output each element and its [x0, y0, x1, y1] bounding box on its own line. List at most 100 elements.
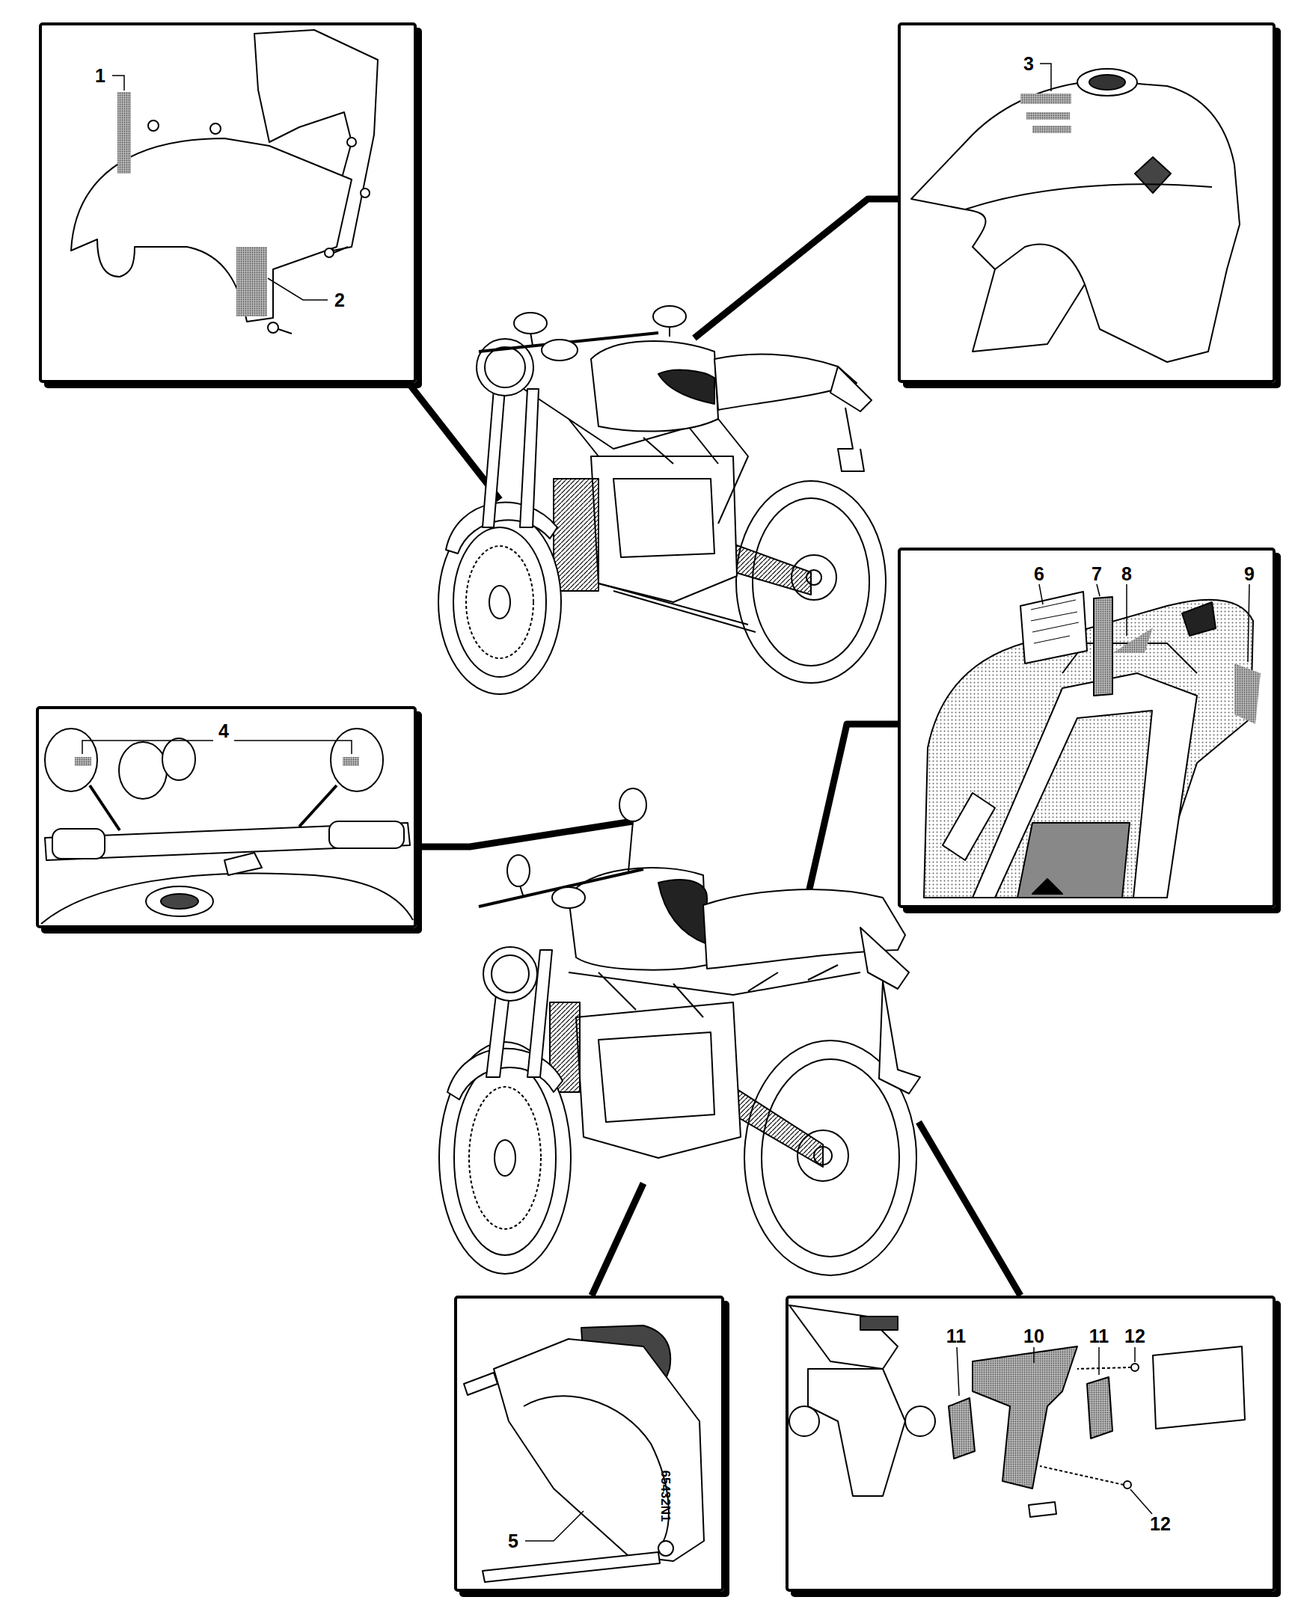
handlebar-drawing [52, 828, 105, 859]
motorcycle-drawing [598, 583, 756, 633]
plate-holder-drawing [789, 1406, 820, 1437]
callout-number: 12 [1148, 1514, 1173, 1534]
handlebar-drawing [44, 728, 98, 792]
leader-line [1033, 1347, 1035, 1364]
motorcycle-drawing [830, 366, 872, 412]
leader-line [956, 1347, 1153, 1515]
fender-drawing [71, 138, 352, 322]
plate-holder-drawing [1123, 1481, 1132, 1489]
motorcycle-drawing [530, 323, 670, 346]
panel-leader-bar [694, 198, 898, 339]
tail-drawing [1234, 663, 1261, 725]
leader-line [267, 278, 328, 300]
handlebar-drawing [162, 738, 196, 781]
leader-line [82, 740, 214, 755]
tank-drawing [1089, 74, 1126, 90]
detail-panel: 4 [35, 706, 417, 929]
motorcycle-drawing [447, 1048, 563, 1100]
leader-line [234, 740, 352, 755]
panel-leader-bar [416, 821, 633, 847]
leader-line [82, 740, 352, 755]
fender-drawing [333, 246, 348, 253]
callout-number: 11 [944, 1327, 968, 1346]
leader-line [1247, 584, 1250, 663]
leader-line [1039, 63, 1052, 92]
handlebar-drawing [160, 894, 199, 909]
detail-panel: 65432N15 [454, 1295, 725, 1592]
plate-holder-drawing [860, 1316, 898, 1331]
plate-holder-drawing [905, 1406, 936, 1437]
motorcycle-drawing [837, 407, 865, 472]
tank-drawing [1032, 125, 1072, 134]
handlebar-drawing [330, 728, 384, 792]
tank-drawing [911, 68, 1240, 363]
leader-line [1039, 63, 1052, 92]
motorcycle-drawing [761, 1059, 900, 1257]
plate-holder-drawing [1028, 1502, 1057, 1518]
motorcycle-drawing [653, 305, 687, 327]
handlebar-drawing [145, 886, 214, 917]
callout-number: 9 [1242, 564, 1257, 584]
leader-line [525, 1511, 584, 1542]
motorcycle-drawing [541, 339, 578, 361]
tank-drawing [1026, 112, 1070, 120]
callout-number: 11 [1087, 1327, 1111, 1346]
plate-holder-drawing [807, 1369, 906, 1497]
panel-leader-bar [591, 1183, 644, 1296]
callout-number: 6 [1032, 564, 1046, 584]
leader-line [1039, 584, 1250, 663]
leader-line [112, 75, 125, 91]
callout-number: 3 [1021, 54, 1036, 74]
plate-holder-drawing [1152, 1346, 1245, 1429]
fender-drawing [71, 29, 378, 334]
handlebar-drawing [74, 757, 92, 767]
motorcycle-drawing [469, 1087, 541, 1230]
motorcycle-drawing [619, 788, 647, 822]
motorcycle-drawing [591, 341, 719, 432]
tail-drawing [1020, 591, 1088, 664]
fender-drawing [347, 137, 357, 147]
plate-holder-drawing [789, 1305, 1245, 1518]
handlebar-drawing [329, 821, 404, 849]
motorcycle-drawing [568, 965, 861, 1018]
tank-drawing [1134, 157, 1171, 194]
callout-number: 7 [1090, 564, 1104, 584]
leader-line [1130, 1489, 1153, 1515]
leader-line [525, 1511, 584, 1542]
tail-drawing [923, 591, 1261, 898]
plate-holder-drawing [789, 1305, 898, 1370]
fender-drawing [117, 92, 131, 174]
fender-drawing [267, 322, 279, 333]
sprocket-cover-drawing [463, 1325, 704, 1583]
motorcycle-drawing [454, 1060, 556, 1256]
gear-pattern-text: 65432N1 [659, 1468, 672, 1524]
sprocket-cover-drawing [463, 1372, 498, 1396]
panel-leader-bar [918, 1122, 1021, 1296]
detail-panel: 3 [897, 22, 1276, 384]
leader-line [1125, 584, 1128, 636]
detail-panel: 6789 [897, 547, 1276, 909]
tank-drawing [1020, 93, 1072, 104]
motorcycle-drawing [438, 305, 886, 695]
plate-holder-drawing [972, 1346, 1078, 1489]
callout-number: 10 [1021, 1327, 1046, 1346]
tail-drawing [942, 793, 995, 861]
tail-drawing [1112, 627, 1153, 654]
tank-drawing [965, 184, 1212, 210]
tank-drawing [1077, 68, 1138, 96]
plate-holder-drawing [1087, 1377, 1113, 1439]
plate-holder-drawing [1131, 1363, 1139, 1372]
motorcycle-drawing [439, 1042, 571, 1275]
fender-drawing [278, 329, 292, 334]
motorcycle-drawing [494, 1140, 516, 1177]
motorcycle-drawing [658, 879, 707, 945]
handlebar-drawing [118, 742, 167, 799]
motorcycle-drawing [552, 887, 586, 909]
tail-drawing [994, 710, 1153, 898]
motorcycle-drawing [658, 370, 715, 404]
handlebar-drawing [41, 728, 413, 924]
motorcycle-drawing [491, 955, 529, 993]
motorcycle-drawing [484, 347, 526, 388]
motorcycle-drawing [453, 527, 547, 678]
leader-line [112, 75, 328, 300]
